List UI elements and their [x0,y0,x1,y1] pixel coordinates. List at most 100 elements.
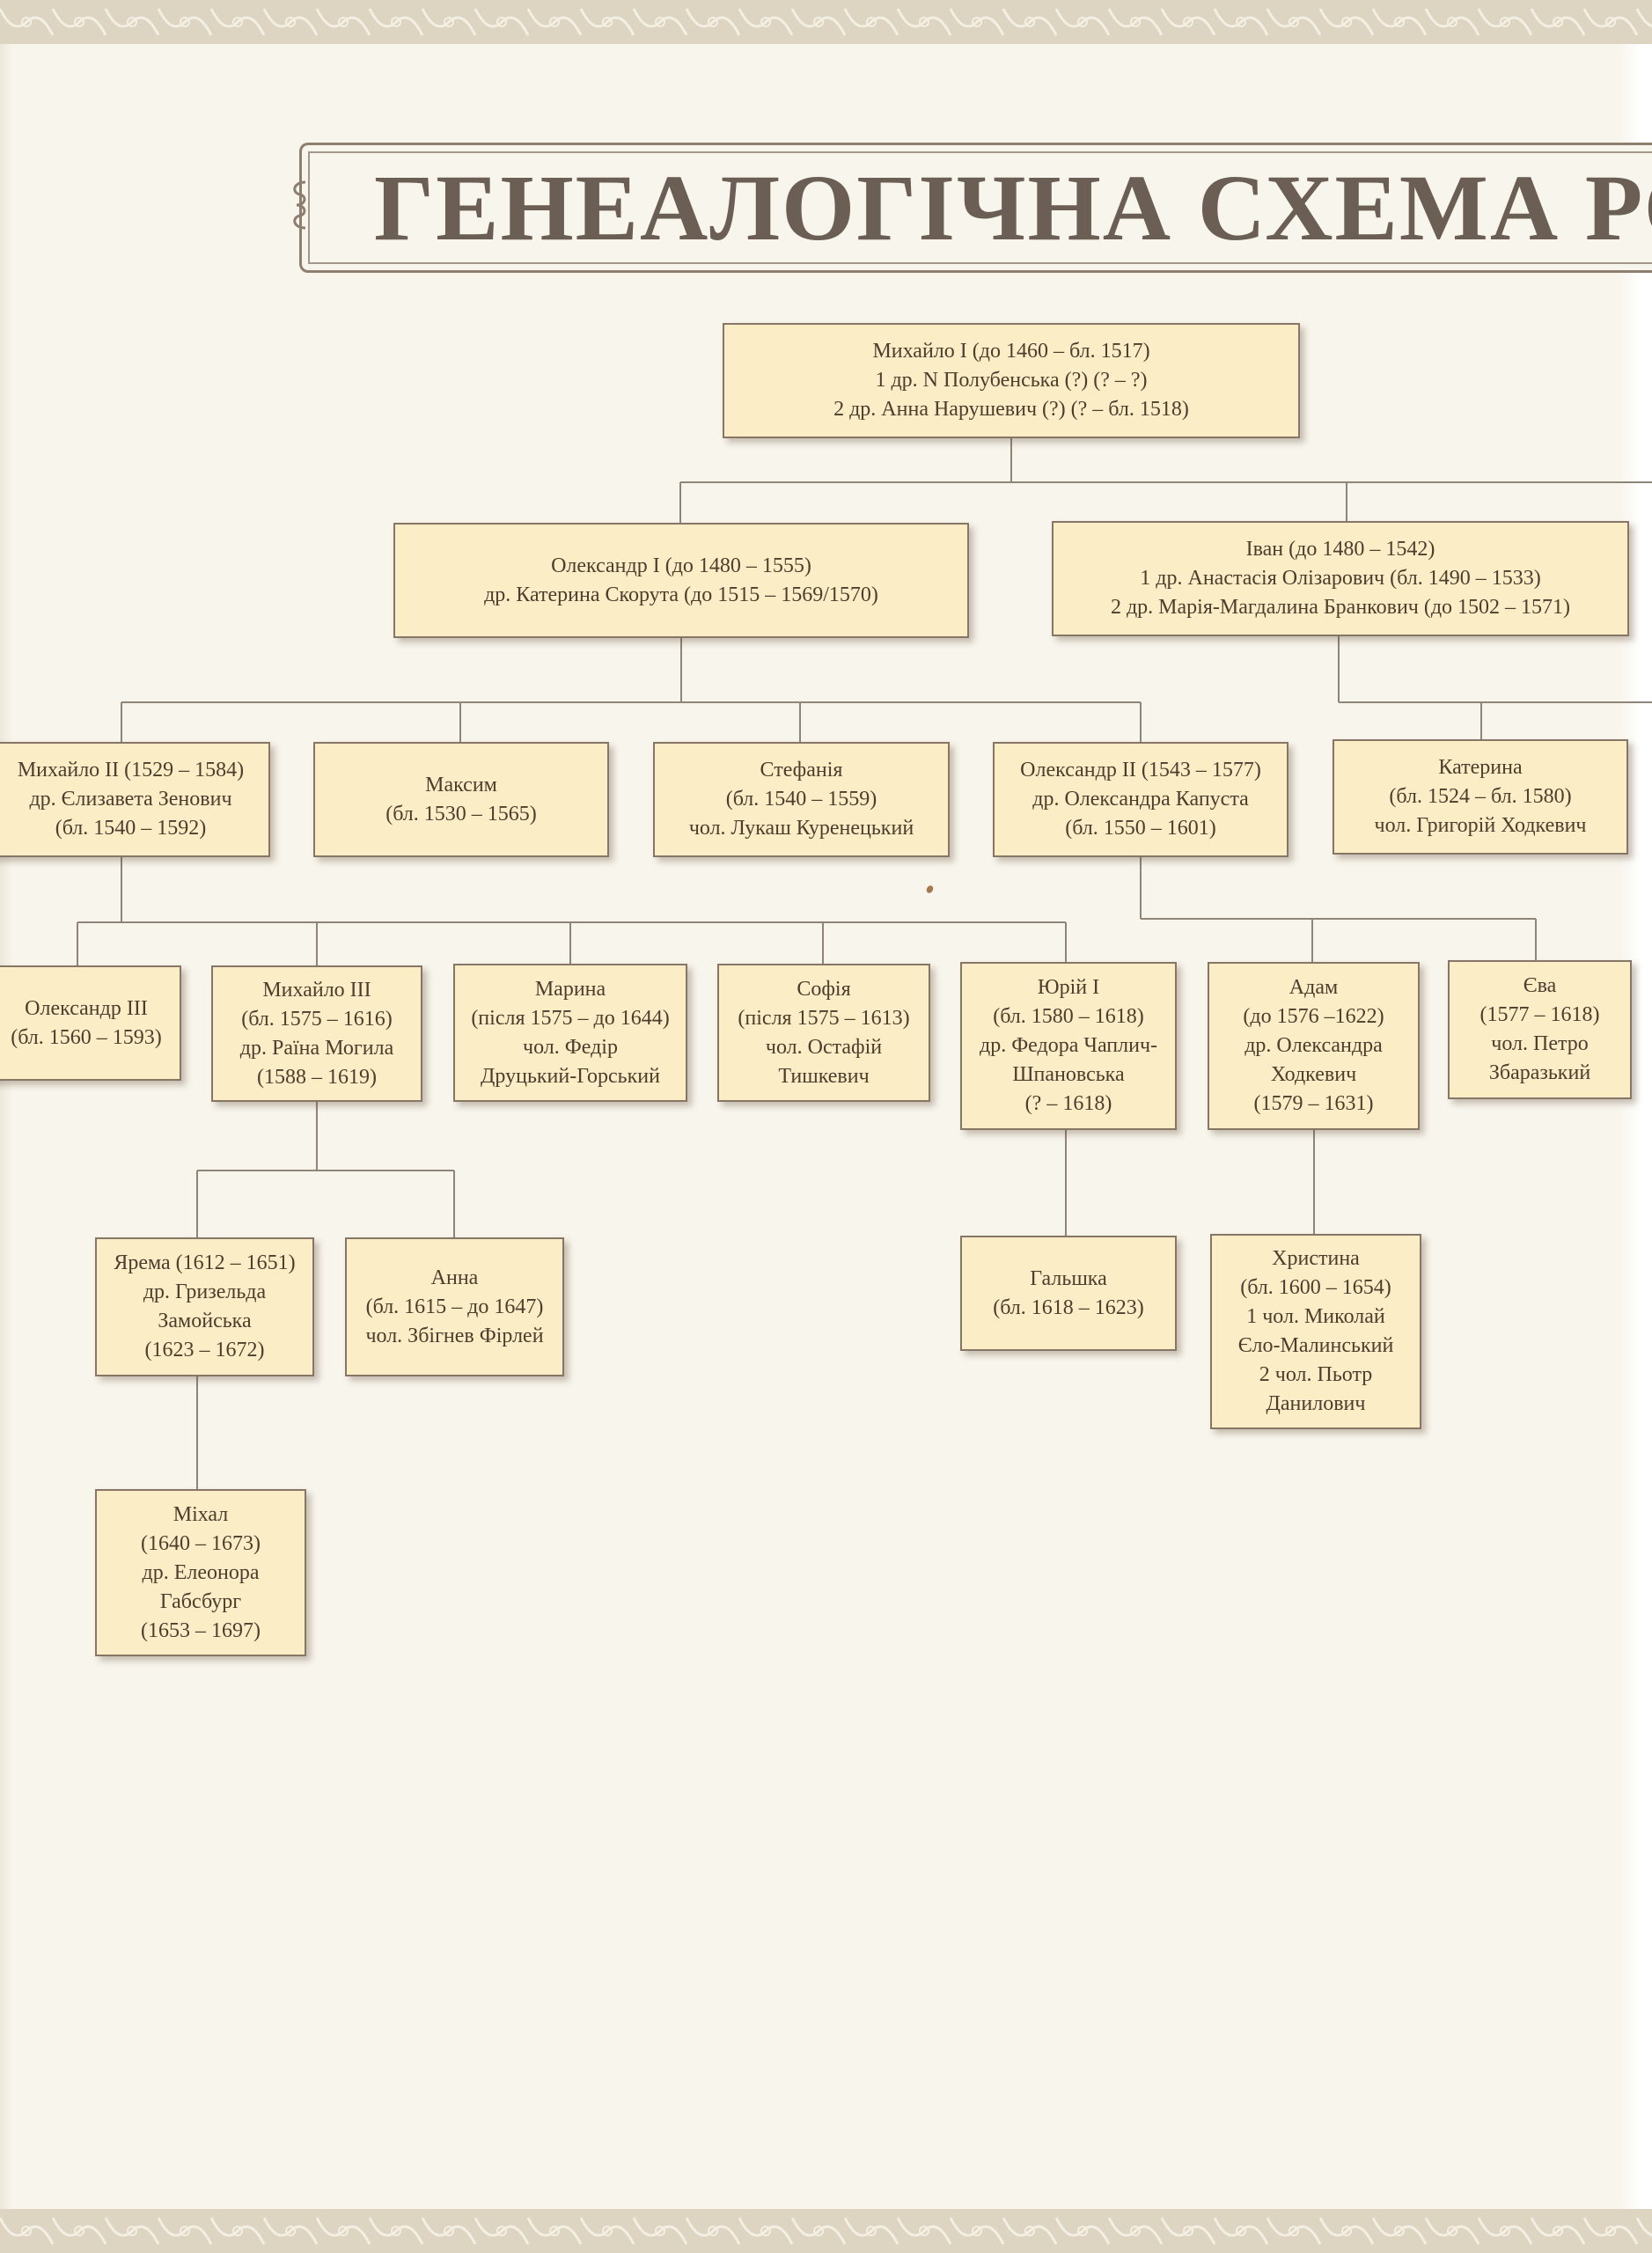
person-anna: Анна(бл. 1615 – до 1647)чол. Збігнев Фір… [345,1237,564,1376]
ornament-swirl [262,2217,319,2245]
ornament-swirl [632,8,688,36]
ornament-ring [1341,2226,1352,2236]
person-line: Олександр III [25,996,148,1020]
ornament-swirl [157,2217,213,2245]
ornament-swirl [1107,2217,1164,2245]
ornament-swirl [843,2217,899,2245]
ornament-pattern-top [0,8,1652,36]
person-line: Друцький-Горський [481,1064,660,1088]
person-line: Єва [1523,974,1557,997]
ornament-ring [1077,17,1088,27]
ornament-swirl [1160,2217,1216,2245]
ornament-swirl [209,2217,266,2245]
ornament-swirl [1371,8,1428,36]
person-line: (до 1576 –1622) [1243,1005,1384,1028]
ornament-swirl [1318,2217,1375,2245]
person-line: (1653 – 1697) [141,1618,261,1642]
person-line: (бл. 1618 – 1623) [993,1295,1144,1319]
ornament-ring [338,2226,349,2236]
ornament-swirl [685,8,741,36]
top-ornament-border [0,0,1652,44]
ornament-swirl [1002,8,1058,36]
ornament-swirl [421,8,477,36]
person-line: Стефанія [760,759,843,782]
person-line: (після 1575 – до 1644) [471,1006,670,1030]
ornament-ring [813,2226,824,2236]
ornament-swirl [421,2217,477,2245]
ornament-swirl [1160,8,1216,36]
ornament-swirl [51,2217,107,2245]
ornament-swirl [896,2217,952,2245]
person-line: (бл. 1575 – 1616) [241,1007,393,1031]
person-mykhailo-1: Михайло I (до 1460 – бл. 1517)1 др. N По… [723,323,1300,438]
person-yurii-1: Юрій I(бл. 1580 – 1618)др. Федора Чаплич… [960,962,1177,1130]
ornament-swirl [1424,8,1480,36]
ornament-swirl [1530,8,1586,36]
ornament-swirl [474,8,530,36]
person-line: чол. Петро [1491,1032,1589,1055]
ornament-ring [1447,2226,1457,2236]
ornament-ring [919,17,929,27]
ornament-swirl [949,2217,1005,2245]
person-oleksandr-1: Олександр I (до 1480 – 1555)др. Катерина… [393,523,969,638]
ornament-swirl [157,8,213,36]
person-line: (бл. 1600 – 1654) [1240,1276,1391,1299]
ornament-swirl [474,2217,530,2245]
person-mykhailo-2: Михайло II (1529 – 1584)др. Єлизавета Зе… [0,742,270,857]
person-line: Христина [1272,1247,1360,1270]
ornament-swirl [0,2217,55,2245]
ornament-ring [444,17,454,27]
ornament-ring [1447,17,1457,27]
person-line: чол. Григорій Ходкевич [1374,814,1587,837]
person-maksym: Максим(бл. 1530 – 1565) [313,742,609,857]
ornament-swirl [896,8,952,36]
ornament-swirl [315,2217,371,2245]
ornament-ring [1130,2226,1141,2236]
ornament-ring [496,17,507,27]
person-line: 1 др. N Полубенська (?) (? – ?) [875,369,1148,392]
person-line: Максим [425,773,497,796]
ornament-ring [180,2226,190,2236]
ornament-swirl [1318,8,1375,36]
person-line: Софія [797,977,851,1001]
person-line: Замойська [158,1310,252,1332]
person-line: Єло-Малинський [1237,1334,1394,1357]
person-line: Габсбург [159,1589,242,1613]
ornament-swirl [1054,2217,1111,2245]
ornament-ring [338,17,349,27]
ornament-ring [180,17,190,27]
person-line: (1588 – 1619) [257,1065,377,1089]
ornament-ring [549,17,560,27]
person-stefaniia: Стефанія(бл. 1540 – 1559)чол. Лукаш Куре… [653,742,950,857]
person-line: (1579 – 1631) [1253,1092,1374,1115]
ornament-swirl [949,8,1005,36]
ornament-swirl [104,8,160,36]
ornament-ring [866,2226,877,2236]
ornament-swirl [579,2217,635,2245]
person-kateryna: Катерина(бл. 1524 – бл. 1580)чол. Григор… [1333,739,1628,855]
person-line: Ходкевич [1270,1063,1357,1086]
person-line: Катерина [1438,756,1523,779]
page-title: ГЕНЕАЛОГІЧНА СХЕМА РОДУ [374,157,1652,261]
ornament-ring [1394,2226,1405,2236]
person-line: др. Олександра Капуста [1032,788,1249,811]
ornament-ring [1236,2226,1246,2236]
scroll-ornament-icon [293,180,306,230]
person-halshka: Гальшка(бл. 1618 – 1623) [960,1236,1177,1351]
person-ivan: Іван (до 1480 – 1542)1 др. Анастасія Олі… [1052,521,1629,636]
ornament-ring [866,17,877,27]
ornament-ring [1553,2226,1563,2236]
person-line: др. Федора Чаплич- [979,1034,1158,1057]
ornament-ring [602,2226,613,2236]
ornament-ring [444,2226,454,2236]
ornament-swirl [262,8,319,36]
person-line: (бл. 1540 – 1559) [725,788,877,811]
person-line: Анна [430,1266,479,1289]
ornament-ring [972,2226,982,2236]
ornament-swirl [209,8,266,36]
